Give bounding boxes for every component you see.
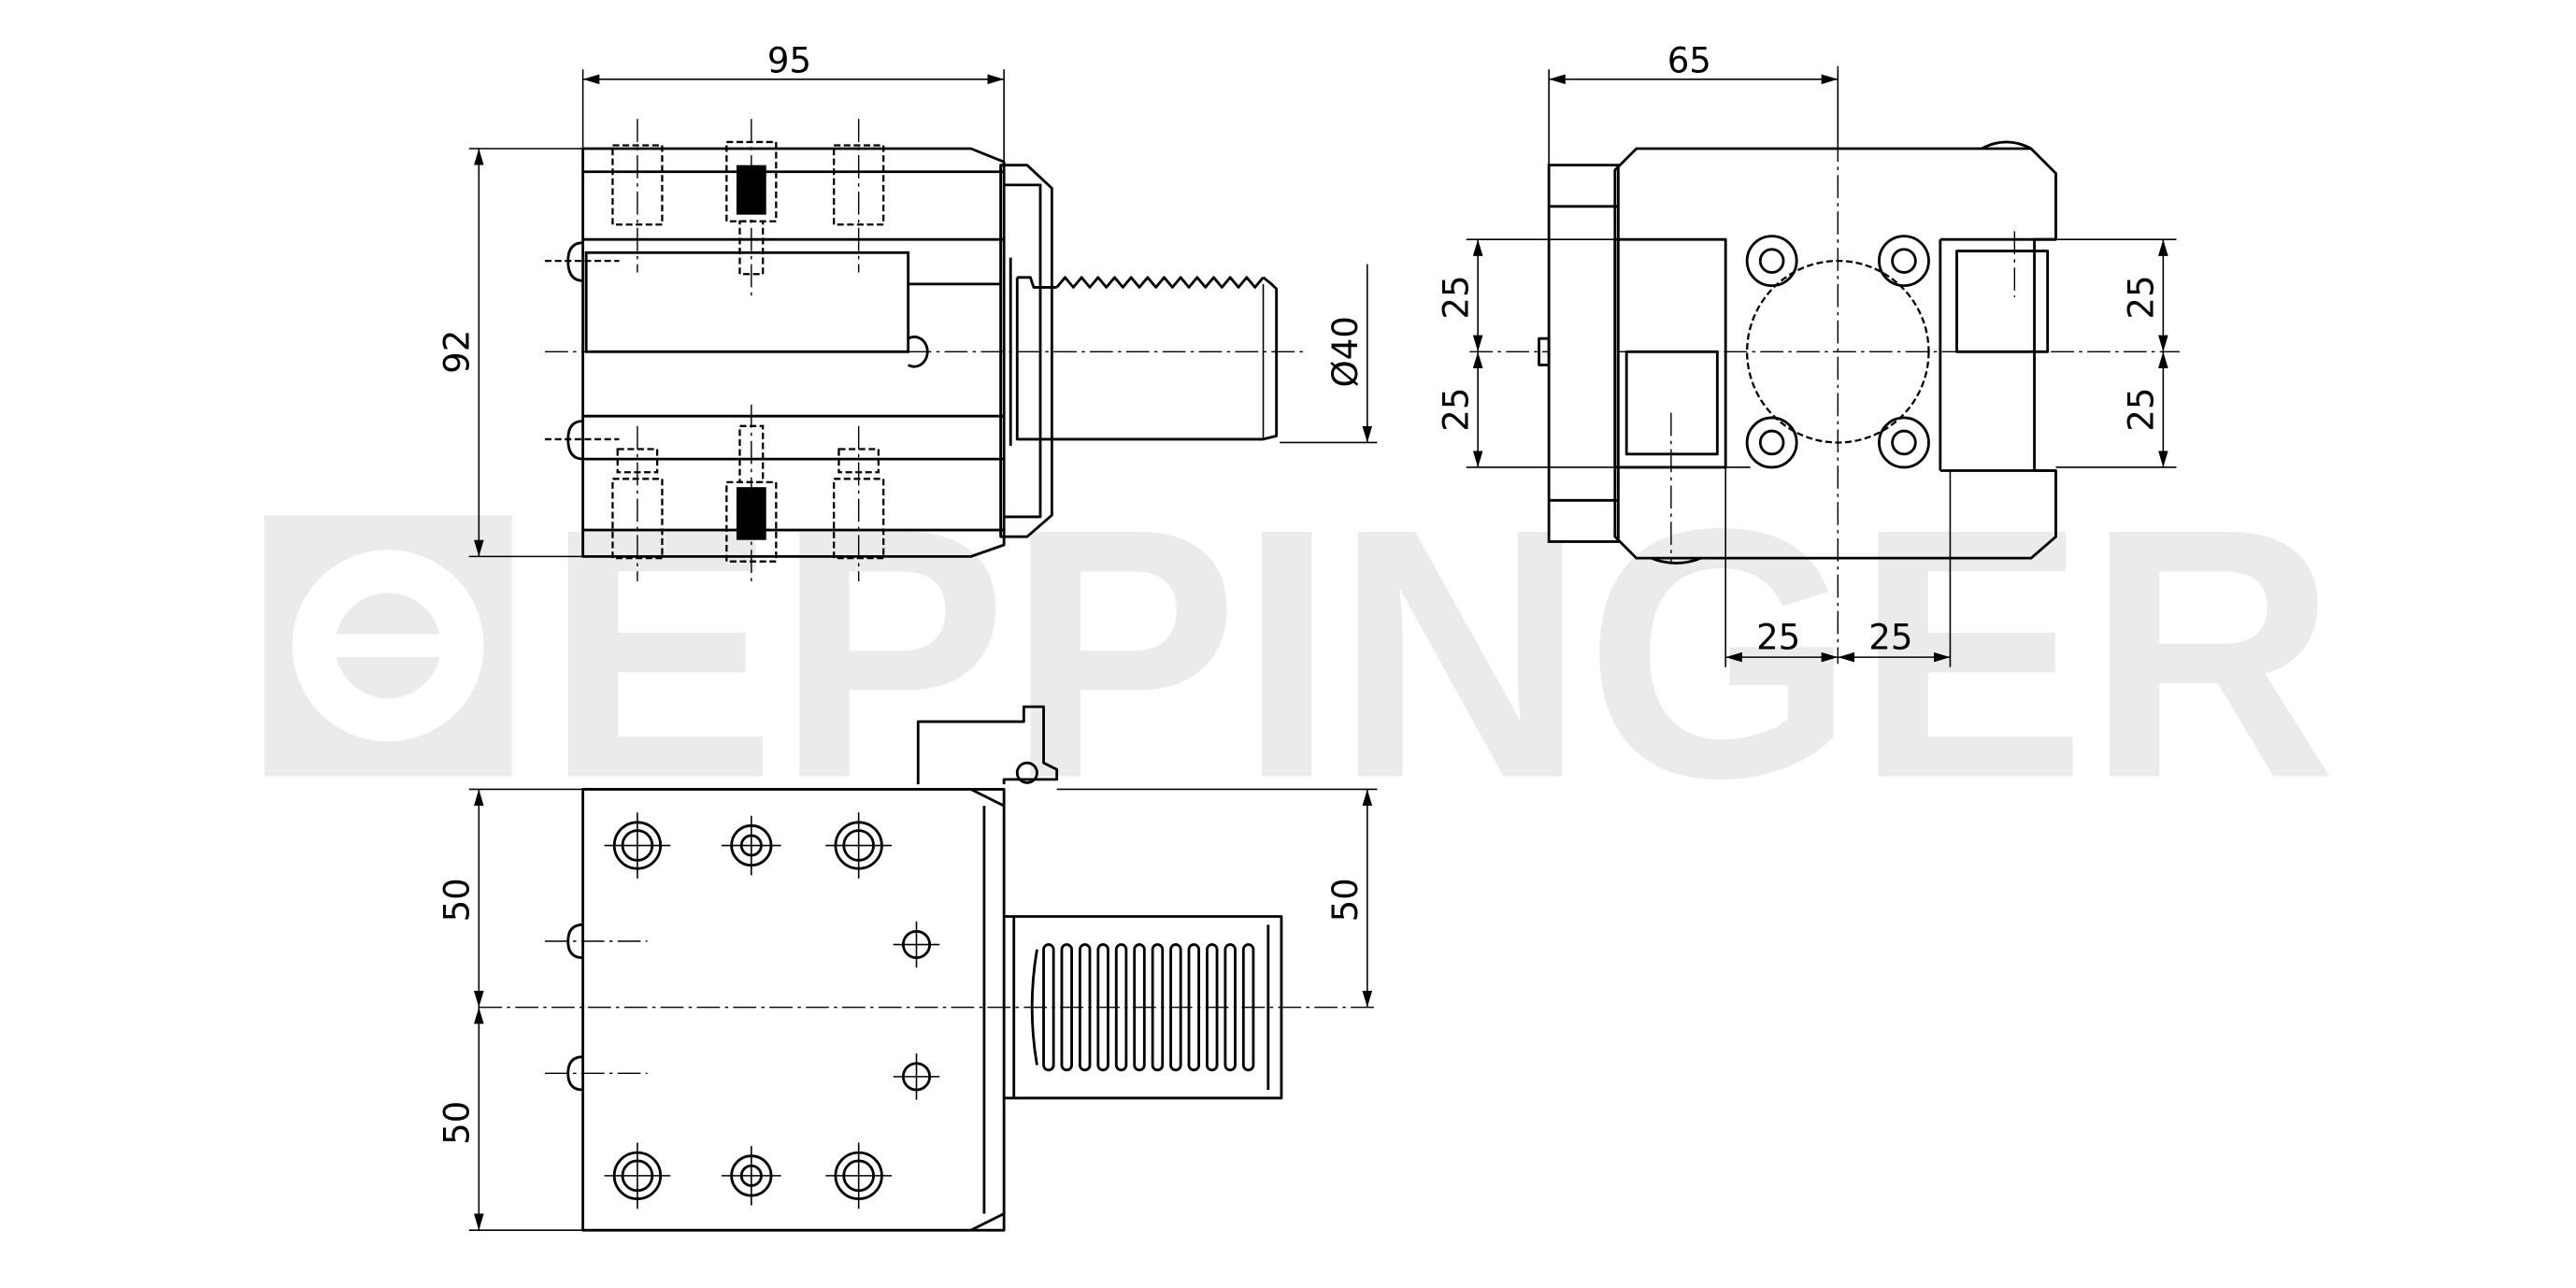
dimension-right-lower: 25 (2122, 388, 2162, 432)
shank-thread (1055, 276, 1265, 289)
dimension-right-upper: 25 (2122, 275, 2162, 319)
dimension-left-upper: 25 (1437, 275, 1477, 319)
top-view: 50 50 50 (437, 705, 1378, 1232)
screw-hidden (611, 119, 885, 297)
screw-holes (604, 812, 940, 1209)
front-view: 65 25 25 25 25 25 25 (1437, 41, 2180, 667)
dimension-left-upper-50: 50 (437, 878, 478, 922)
watermark-text: EPPINGER (545, 455, 2337, 852)
dimension-bottom-left: 25 (1756, 617, 1800, 657)
screw-hidden (611, 404, 885, 581)
dimension-bottom-right: 25 (1868, 617, 1912, 657)
dimension-height-92: 92 (437, 330, 478, 374)
dimension-left-lower: 25 (1437, 388, 1477, 432)
watermark-logo: EPPINGER (264, 455, 2337, 852)
side-view: 95 92 Ø40 (437, 41, 1378, 581)
dimension-left-lower-50: 50 (437, 1101, 478, 1145)
dimension-right-upper-50: 50 (1325, 878, 1366, 922)
dimension-shank-diameter: Ø40 (1325, 316, 1366, 387)
mounting-holes (1745, 235, 1930, 469)
shank-serrations (1030, 943, 1255, 1072)
dimension-width-65: 65 (1667, 41, 1711, 81)
dimension-width-95: 95 (767, 41, 811, 81)
